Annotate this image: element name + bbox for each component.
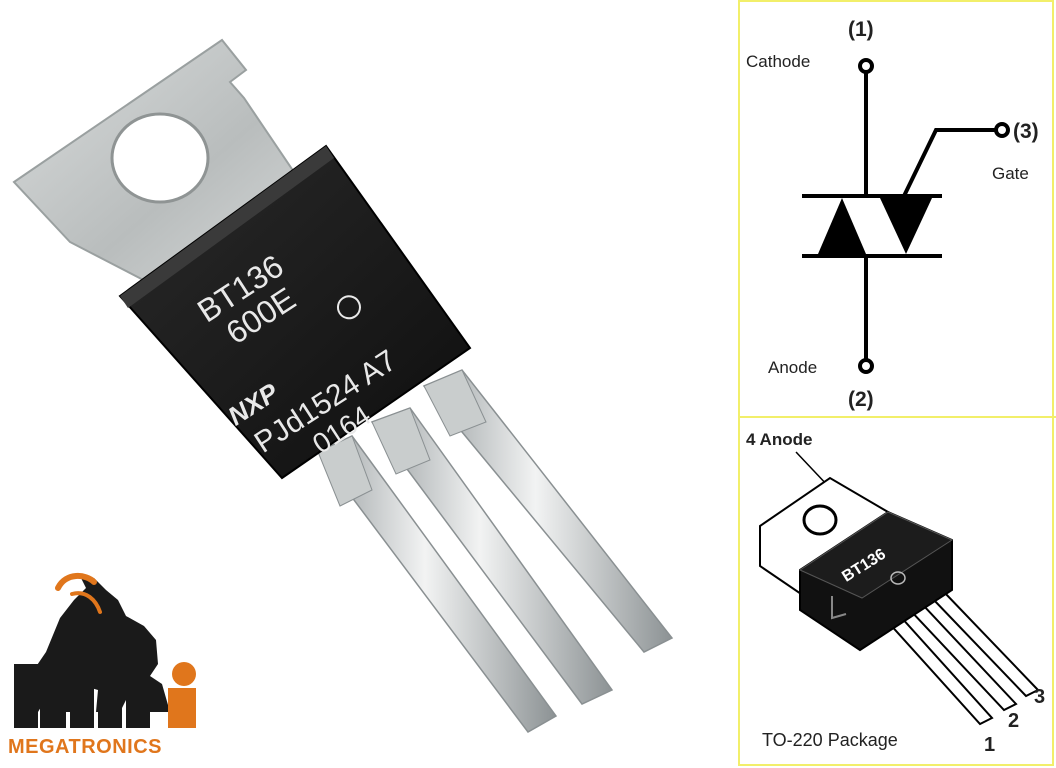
package-hole-icon xyxy=(802,504,838,536)
component-body xyxy=(118,144,472,480)
component-photo: BT136 600E NXP PJd1524 A7 0164 MEGATRONI… xyxy=(8,38,674,758)
component-legs xyxy=(316,369,674,733)
triac-photo-illustration: BT136 600E NXP PJd1524 A7 0164 xyxy=(12,38,674,733)
triac-down-triangle xyxy=(880,198,932,254)
brand-name: MEGATRONICS xyxy=(8,736,163,758)
tab-label: 4 Anode xyxy=(746,430,813,449)
package-pin-label-1: 1 xyxy=(984,734,996,756)
to220-package-drawing: BT136 xyxy=(759,451,1040,726)
pin1-number: (1) xyxy=(848,18,874,41)
pin3-number: (3) xyxy=(1013,120,1039,143)
pin1-name: Cathode xyxy=(746,52,811,71)
package-caption: TO-220 Package xyxy=(762,730,898,750)
diagram-panel-frame xyxy=(738,0,1054,766)
mounting-hole xyxy=(110,112,210,204)
pin3-name: Gate xyxy=(992,164,1029,183)
pin2-terminal-icon xyxy=(858,358,874,374)
megatronics-logo xyxy=(14,573,196,728)
pin2-number: (2) xyxy=(848,388,874,411)
diagram-panel: (1) Cathode (3) Gate Anode (2) BT136 4 A… xyxy=(738,0,1056,768)
package-legs xyxy=(886,590,1040,726)
package-pin-label-2: 2 xyxy=(1008,710,1020,732)
certification-mark-icon xyxy=(336,295,361,320)
package-pin-label-3: 3 xyxy=(1034,686,1046,708)
triac-symbol xyxy=(802,58,1010,374)
pin2-name: Anode xyxy=(768,358,818,377)
logo-dot-icon xyxy=(172,662,196,686)
pin3-terminal-icon xyxy=(994,122,1010,138)
panel-divider xyxy=(738,416,1056,418)
triac-up-triangle xyxy=(818,198,866,254)
pin1-terminal-icon xyxy=(858,58,874,74)
